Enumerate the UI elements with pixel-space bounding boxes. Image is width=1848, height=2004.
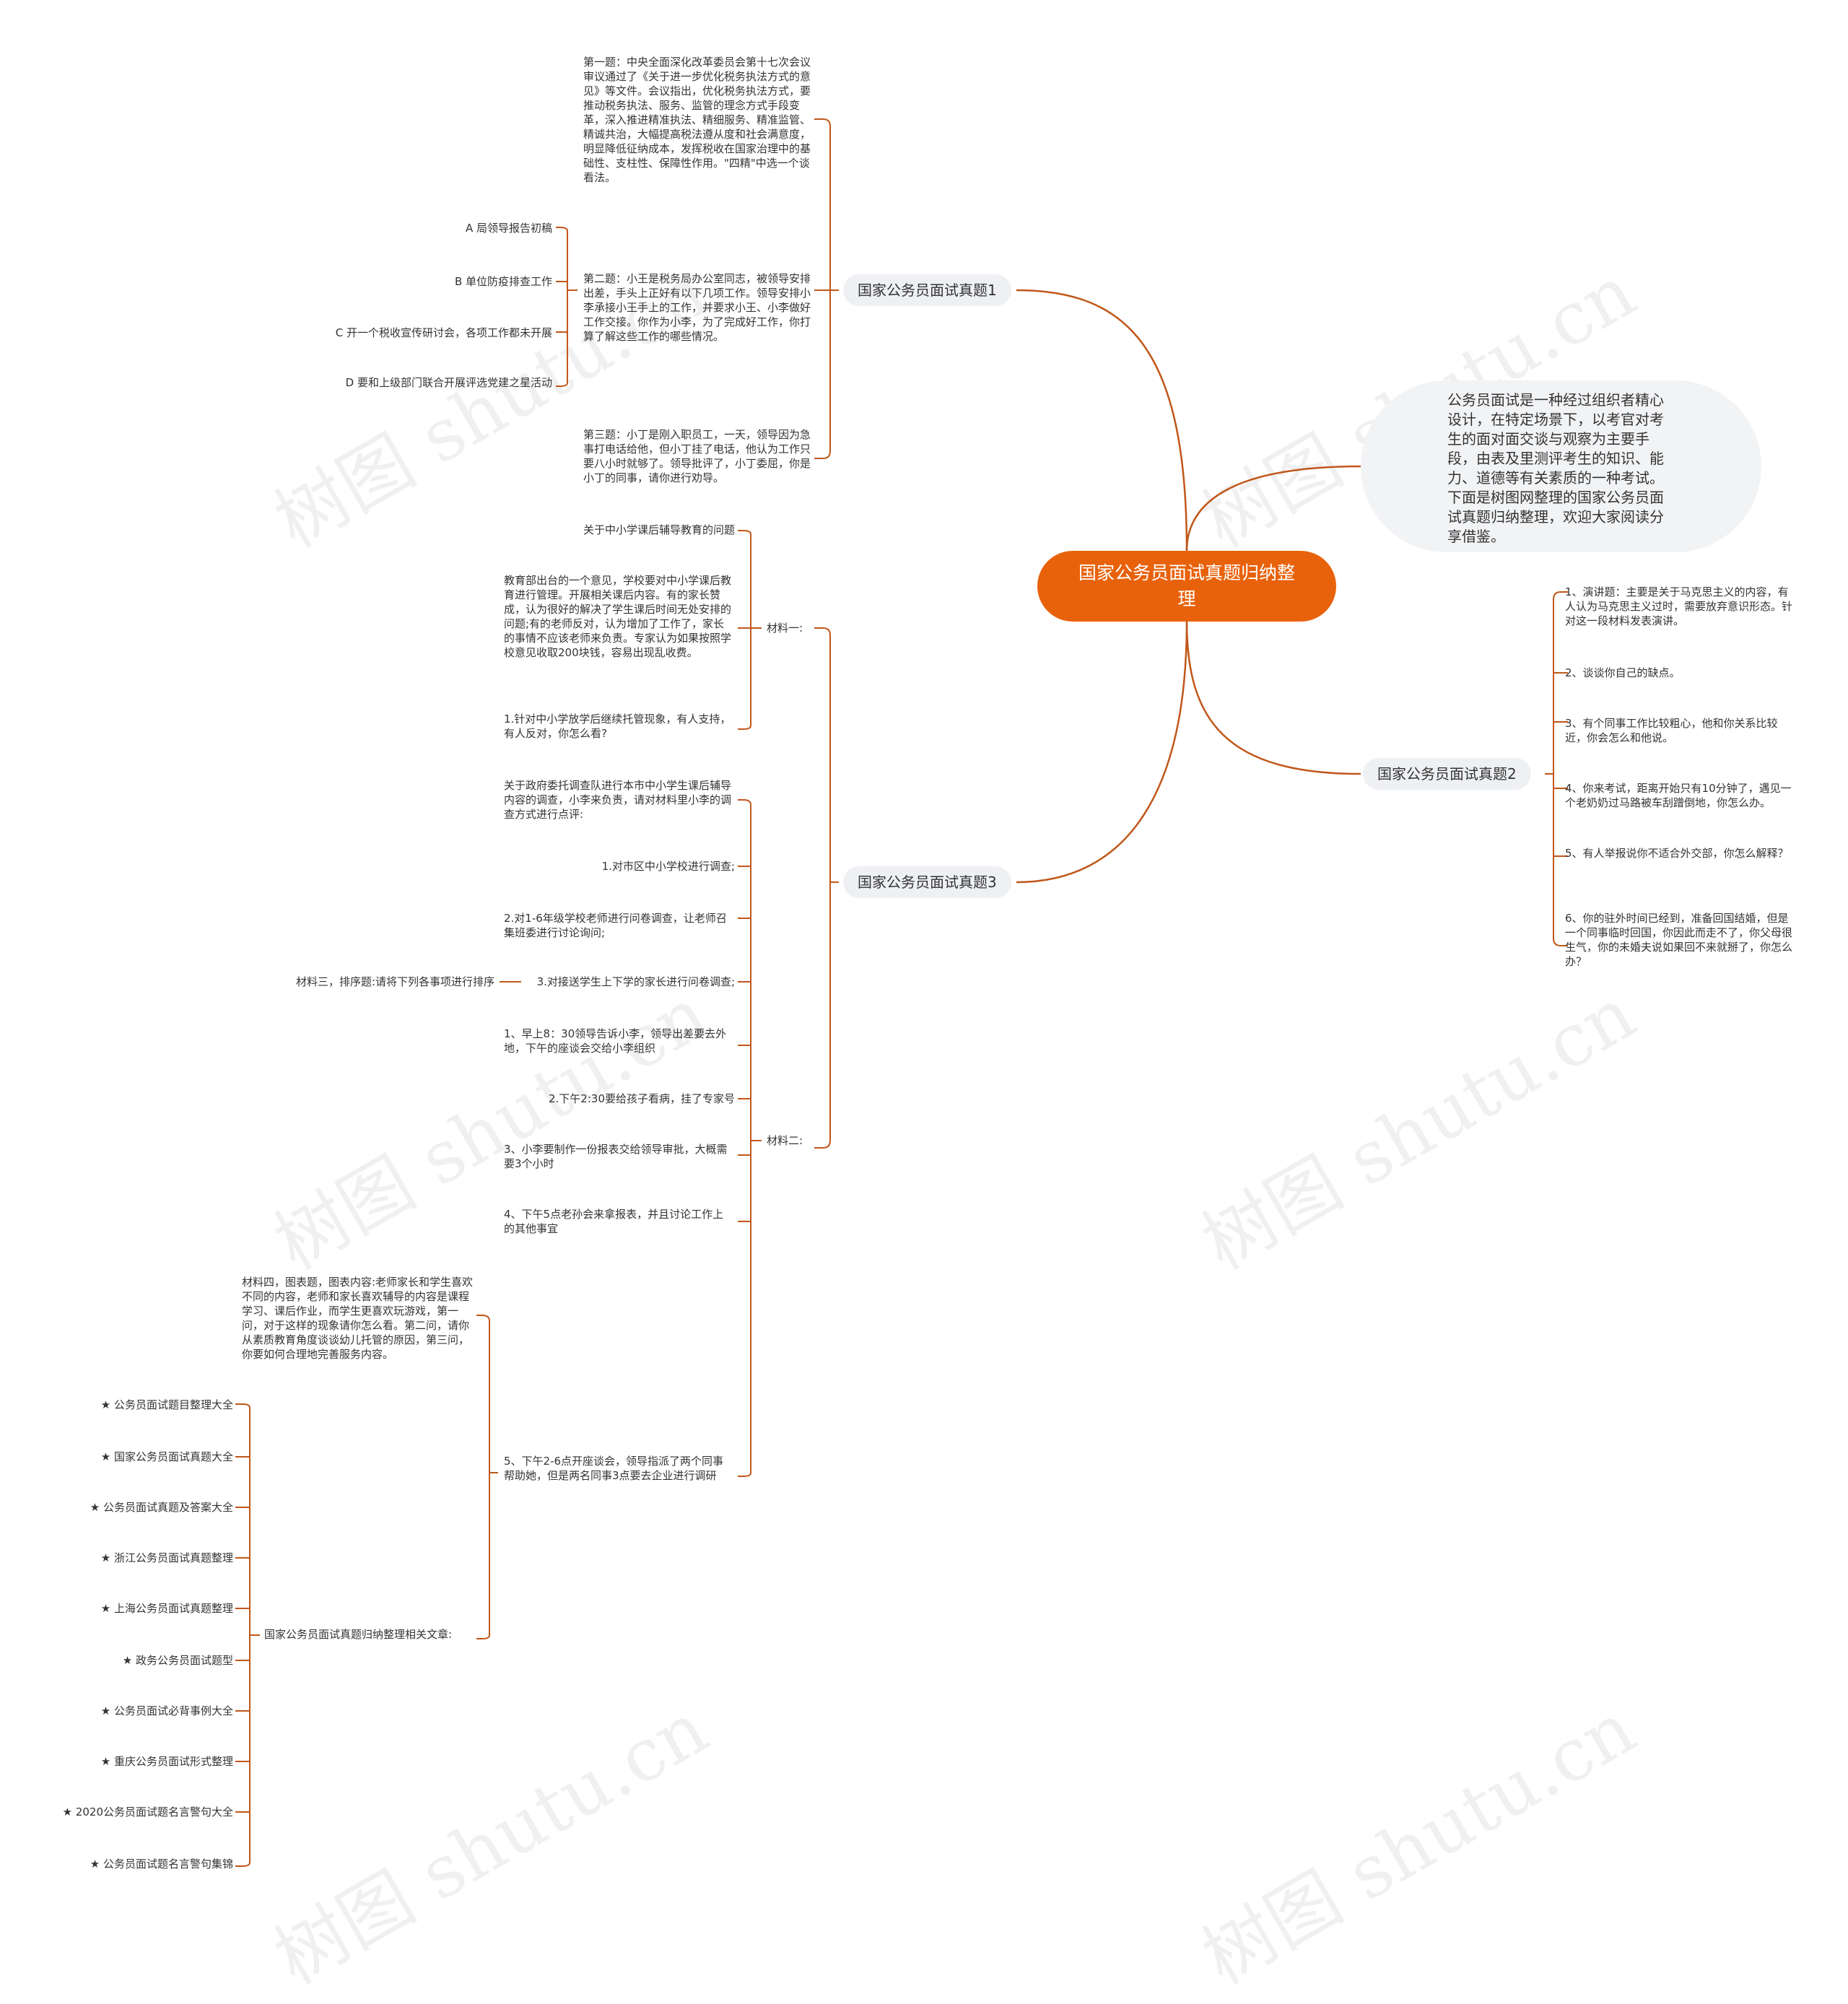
b1-q2-option: C 开一个税收宣传研讨会，各项工作都未开展 xyxy=(335,326,552,339)
b2-question: 6、你的驻外时间已经到，准备回国结婚，但是一个同事临时回国，你因此而走不了，你父… xyxy=(1565,912,1793,968)
related-article-link[interactable]: ★ 公务员面试题名言警句集锦 xyxy=(90,1857,233,1870)
bracket-m1 xyxy=(738,530,762,730)
material-2-item: 2.对1-6年级学校老师进行问卷调查，让老师召集班委进行讨论询问; xyxy=(504,912,727,939)
material-3-label: 材料三，排序题:请将下列各事项进行排序 xyxy=(295,975,494,988)
b1-q2-option: D 要和上级部门联合开展评选党建之星活动 xyxy=(345,376,552,389)
material-2-item: 2.下午2:30要给孩子看病，挂了专家号 xyxy=(549,1092,735,1105)
material-2-item: 1.对市区中小学校进行调查; xyxy=(601,860,735,873)
intro-summary: 公务员面试是一种经过组织者精心设计，在特定场景下，以考官对考生的面对面交谈与观察… xyxy=(1361,380,1761,552)
material-1-label: 材料一: xyxy=(767,622,803,635)
b1-question-3: 第三题：小丁是刚入职员工，一天，领导因为急事打电话给他，但小丁挂了电话，他认为工… xyxy=(583,428,811,484)
material-2-item: 4、下午5点老孙会来拿报表，并且讨论工作上的其他事宜 xyxy=(504,1208,724,1235)
related-article-link[interactable]: ★ 重庆公务员面试形式整理 xyxy=(100,1755,233,1768)
branch-topic-2[interactable]: 国家公务员面试真题2 xyxy=(1363,758,1531,790)
related-article-link[interactable]: ★ 浙江公务员面试真题整理 xyxy=(100,1551,233,1564)
related-article-link[interactable]: ★ 政务公务员面试题型 xyxy=(122,1654,233,1667)
material-2-label: 材料二: xyxy=(767,1134,803,1147)
b1-q2-option: B 单位防疫排查工作 xyxy=(454,275,552,288)
material-2-item: 关于政府委托调查队进行本市中小学生课后辅导内容的调查，小李来负责，请对材料里小李… xyxy=(504,779,732,821)
mind-map-canvas: 树图 shutu.cn 树图 shutu.cn 树图 shutu.cn 树图 s… xyxy=(62,56,1793,2000)
material-1-item: 关于中小学课后辅导教育的问题 xyxy=(583,523,735,536)
bracket-item5 xyxy=(476,1315,498,1639)
link-root-b2 xyxy=(1185,621,1361,775)
related-article-link[interactable]: ★ 国家公务员面试真题大全 xyxy=(100,1450,233,1463)
b2-question: 4、你来考试，距离开始只有10分钟了，遇见一个老奶奶过马路被车刮蹭倒地，你怎么办… xyxy=(1565,782,1792,809)
branch-topic-1[interactable]: 国家公务员面试真题1 xyxy=(843,274,1011,306)
related-articles-label: 国家公务员面试真题归纳整理相关文章: xyxy=(264,1628,453,1641)
link-root-intro xyxy=(1185,465,1361,552)
bracket-b3 xyxy=(814,627,839,1149)
related-article-link[interactable]: ★ 公务员面试必背事例大全 xyxy=(100,1704,233,1717)
related-article-link[interactable]: ★ 公务员面试题目整理大全 xyxy=(100,1398,233,1411)
material-2-item: 1、早上8：30领导告诉小李，领导出差要去外地，下午的座谈会交给小李组织 xyxy=(504,1027,727,1055)
material-2-item: 5、下午2-6点开座谈会，领导指派了两个同事帮助她，但是两名同事3点要去企业进行… xyxy=(504,1455,724,1482)
link-root-b1 xyxy=(1016,289,1188,552)
connector-lines xyxy=(235,118,1568,1867)
related-article-link[interactable]: ★ 公务员面试真题及答案大全 xyxy=(90,1501,233,1514)
root-topic[interactable]: 国家公务员面试真题归纳整理 xyxy=(1037,551,1336,622)
b2-question: 5、有人举报说你不适合外交部，你怎么解释？ xyxy=(1565,847,1789,860)
branch-topic-3[interactable]: 国家公务员面试真题3 xyxy=(843,866,1011,898)
bracket-b1 xyxy=(814,118,839,459)
bracket-related xyxy=(235,1403,260,1867)
b2-question: 1、演讲题：主要是关于马克思主义的内容，有人认为马克思主义过时，需要放弃意识形态… xyxy=(1565,585,1793,627)
bracket-b2 xyxy=(1545,591,1568,946)
link-root-b3 xyxy=(1016,621,1188,884)
b1-question-1: 第一题：中央全面深化改革委员会第十七次会议审议通过了《关于进一步优化税务执法方式… xyxy=(583,56,811,184)
material-2-item: 3.对接送学生上下学的家长进行问卷调查; xyxy=(536,975,735,988)
b2-question: 3、有个同事工作比较粗心，他和你关系比较近，你会怎么和他说。 xyxy=(1565,717,1778,744)
bracket-q2-items xyxy=(556,227,578,387)
related-article-link[interactable]: ★ 上海公务员面试真题整理 xyxy=(100,1602,233,1615)
material-4-text: 材料四，图表题，图表内容:老师家长和学生喜欢不同的内容，老师和家长喜欢辅导的内容… xyxy=(242,1276,474,1361)
related-article-link[interactable]: ★ 2020公务员面试题名言警句大全 xyxy=(62,1805,233,1818)
material-1-item: 1.针对中小学放学后继续托管现象，有人支持，有人反对，你怎么看? xyxy=(504,713,731,740)
b1-q2-option: A 局领导报告初稿 xyxy=(465,222,552,235)
b1-question-2: 第二题：小王是税务局办公室同志，被领导安排出差，手头上正好有以下几项工作。领导安… xyxy=(583,272,811,343)
material-2-item: 3、小李要制作一份报表交给领导审批，大概需要3个小时 xyxy=(504,1143,728,1170)
bracket-m2 xyxy=(738,799,762,1477)
material-1-item: 教育部出台的一个意见，学校要对中小学课后教育进行管理。开展相关课后内容。有的家长… xyxy=(504,574,732,659)
b2-question: 2、谈谈你自己的缺点。 xyxy=(1565,666,1681,679)
